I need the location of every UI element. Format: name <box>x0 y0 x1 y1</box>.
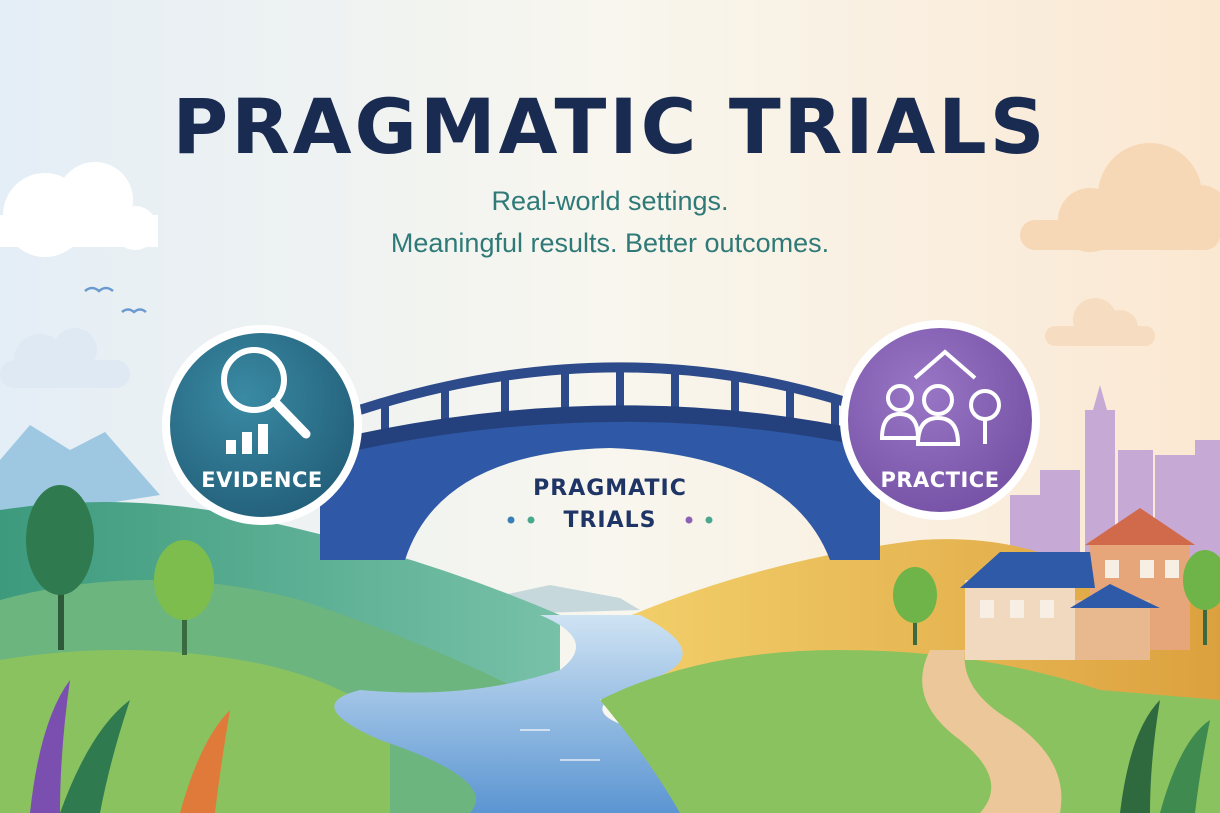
practice-badge <box>840 320 1040 520</box>
bridge-label-line-1: PRAGMATIC <box>533 476 687 501</box>
cloud-right-small <box>1045 298 1155 346</box>
cloud-left <box>0 162 158 257</box>
page-title: PRAGMATIC TRIALS <box>172 82 1048 171</box>
bridge-rail <box>328 362 872 425</box>
trees-left <box>26 485 214 655</box>
trees-right <box>893 550 1220 645</box>
decorative-dots <box>507 516 713 524</box>
evidence-badge <box>162 325 362 525</box>
bridge-arch <box>320 412 880 560</box>
magnifier-chart-icon <box>221 347 311 454</box>
practice-label: PRACTICE <box>880 468 1000 492</box>
cloud-right <box>1020 143 1220 252</box>
bridge-label-line-2: TRIALS <box>563 508 657 533</box>
river <box>334 615 730 813</box>
tagline-line-2: Meaningful results. Better outcomes. <box>390 228 830 258</box>
dirt-path <box>922 650 1062 813</box>
evidence-label: EVIDENCE <box>201 468 323 492</box>
people-home-tree-icon <box>879 349 1001 446</box>
houses <box>960 508 1195 660</box>
birds <box>84 286 147 314</box>
right-meadow <box>600 650 1220 813</box>
tagline-line-1: Real-world settings. <box>491 186 729 216</box>
cloud-left-low <box>0 328 130 388</box>
foreground-plants <box>30 680 1210 813</box>
bridge <box>320 362 880 560</box>
